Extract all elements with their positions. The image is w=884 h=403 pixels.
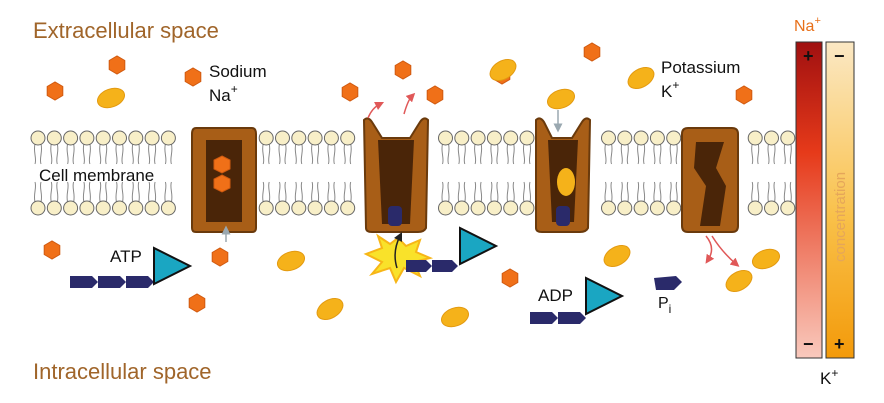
potassium-ion-icon <box>725 270 753 292</box>
gradient-k-label: K+ <box>820 366 838 388</box>
sodium-ion-icon <box>341 82 359 102</box>
gradient-na-label: Na+ <box>794 15 821 35</box>
movement-arrows <box>221 92 740 267</box>
potassium-ion-icon <box>440 306 470 328</box>
adenosine-triangle-icon <box>585 276 625 316</box>
phosphate-icon <box>556 206 570 226</box>
intracellular-label: Intracellular space <box>33 359 212 384</box>
adenosine-triangle-icon <box>459 226 499 266</box>
adenosine-triangle-icon <box>153 246 193 286</box>
pump-potassium-binding <box>535 117 592 233</box>
atp-molecule: ATP <box>70 246 193 288</box>
potassium-ion-icon <box>603 245 631 267</box>
k-top-sign: − <box>834 46 845 66</box>
sodium-label: Sodium <box>209 62 267 81</box>
sodium-ion-icon <box>211 247 229 267</box>
potassium-ion-icon <box>276 250 306 272</box>
phosphate-icon <box>388 206 402 226</box>
adp-molecule: ADP <box>530 276 625 324</box>
free-phosphate: Pi <box>654 276 682 316</box>
sodium-ion-icon <box>213 174 231 193</box>
pump-sodium-release <box>362 117 434 285</box>
sodium-concentration-column <box>795 41 823 359</box>
pump-sodium-binding <box>191 127 257 233</box>
na-top-sign: + <box>803 46 814 66</box>
potassium-concentration-column <box>825 41 855 359</box>
membrane-label: Cell membrane <box>39 166 154 185</box>
sodium-ion-icon <box>43 240 61 260</box>
potassium-ion-icon <box>546 88 576 110</box>
sodium-ion-icon <box>46 81 64 101</box>
sodium-ion-icon <box>501 268 519 288</box>
potassium-ion-icon <box>489 59 517 81</box>
potassium-symbol: K+ <box>661 78 679 101</box>
sodium-ion-icon <box>188 293 206 313</box>
potassium-ion-icon <box>751 248 781 270</box>
potassium-label: Potassium <box>661 58 740 77</box>
potassium-ion-icon <box>96 87 126 109</box>
pump-potassium-release <box>681 127 739 233</box>
sodium-ion-icon <box>108 55 126 75</box>
k-bottom-sign: + <box>834 334 845 354</box>
phosphate-icon <box>654 276 682 290</box>
sodium-ion-icon <box>583 42 601 62</box>
sodium-ion-icon <box>735 85 753 105</box>
phosphate-label: Pi <box>658 295 671 316</box>
potassium-ion-icon <box>557 168 575 196</box>
atp-label: ATP <box>110 247 142 266</box>
phosphate-chain-icon <box>530 312 586 324</box>
sodium-ion-icon <box>184 67 202 87</box>
energy-burst-icon <box>363 233 434 285</box>
potassium-ion-icon <box>627 67 655 89</box>
atp-molecule-pump <box>406 226 499 272</box>
ion-layer <box>43 42 781 328</box>
phosphate-chain-icon <box>70 276 154 288</box>
sodium-ion-icon <box>213 155 231 174</box>
na-bottom-sign: − <box>803 334 814 354</box>
sodium-ion-icon <box>426 85 444 105</box>
sodium-ion-icon <box>394 60 412 80</box>
concentration-gradient-bar: Na+ + − − + concentration K+ <box>794 15 855 388</box>
sodium-symbol: Na+ <box>209 82 238 105</box>
extracellular-label: Extracellular space <box>33 18 219 43</box>
adp-label: ADP <box>538 286 573 305</box>
potassium-ion-icon <box>316 298 344 320</box>
cell-membrane <box>30 130 796 216</box>
concentration-axis-label: concentration <box>832 172 849 262</box>
